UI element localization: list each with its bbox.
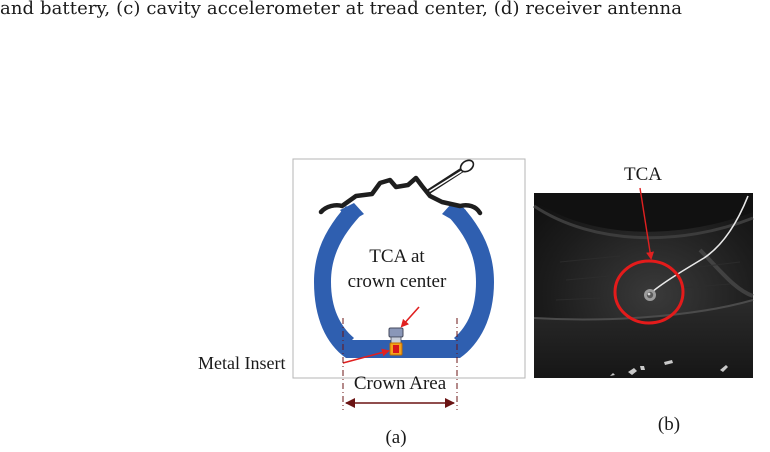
tire-cross-section — [314, 206, 494, 358]
metal-insert-pointer-arrow — [342, 348, 390, 364]
bead-left — [340, 203, 364, 222]
photo-texture — [555, 255, 741, 301]
panel-b-sublabel: (b) — [658, 414, 680, 435]
tca-pointer-arrow — [400, 306, 420, 328]
figure-caption-line: and battery, (c) cavity accelerometer at… — [0, 0, 683, 19]
panel-b-photo: TCA — [533, 164, 754, 435]
photo-floor-marks — [610, 360, 728, 376]
label-crown-center: crown center — [348, 271, 447, 292]
sensor-wire — [651, 195, 749, 293]
photo-tread-edge — [533, 299, 754, 321]
label-tca-at: TCA at — [369, 246, 425, 267]
valve-cap — [459, 159, 475, 173]
tca-photo-pointer-arrow — [639, 187, 655, 260]
wheel-rim — [318, 175, 483, 216]
tca-sensor-icon — [388, 327, 404, 356]
tca-highlight-circle — [613, 259, 685, 325]
panel-a-sublabel: (a) — [385, 427, 406, 448]
photo-shoulder-highlight — [698, 248, 754, 298]
label-tca-photo: TCA — [624, 164, 662, 185]
label-metal-insert: Metal Insert — [198, 353, 285, 373]
panel-a-schematic: TCA at crown center Metal Insert Crown A… — [198, 158, 526, 448]
photo-liner-arc-light — [533, 204, 754, 240]
photo-sensor-bolt — [644, 289, 656, 301]
label-crown-area: Crown Area — [354, 373, 447, 394]
valve-stem-inner — [429, 170, 463, 192]
